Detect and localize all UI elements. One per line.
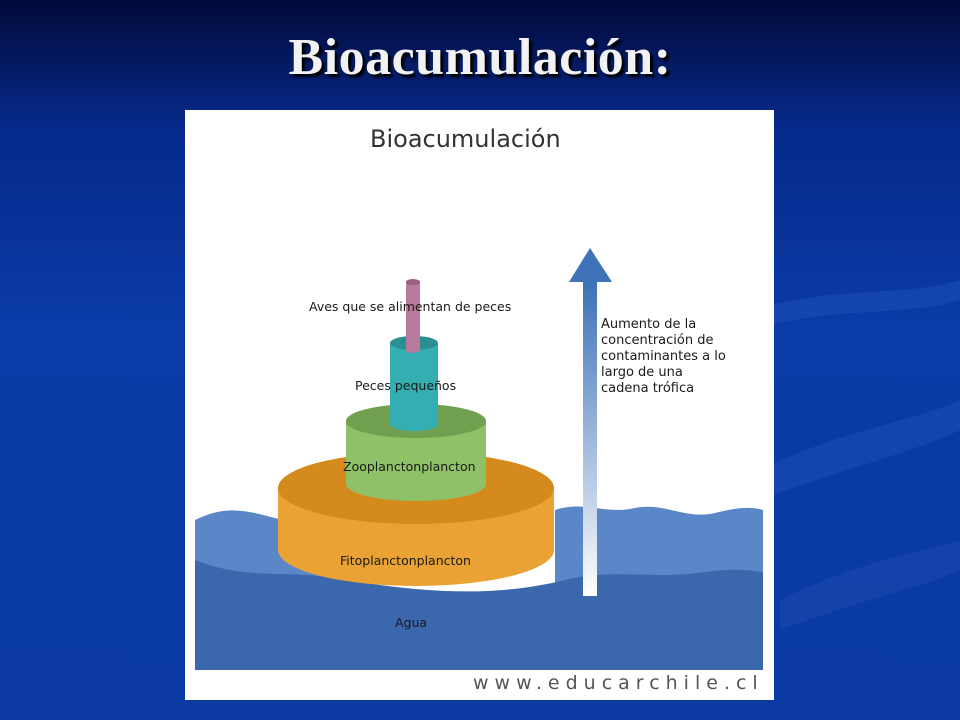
level-label-agua: Agua <box>395 615 428 630</box>
water-body-dark <box>195 560 763 670</box>
concentration-arrow-shaft <box>583 278 597 596</box>
level-label-zooplancton: Zooplanctonplancton <box>343 459 476 474</box>
aves-top <box>406 279 420 285</box>
arrow-caption-line: contaminantes a lo <box>601 349 726 364</box>
arrow-caption: Aumento de la concentración de contamina… <box>601 317 761 397</box>
arrow-caption-line: largo de una <box>601 365 683 380</box>
concentration-arrow-head <box>569 248 612 282</box>
peces-side <box>390 343 438 431</box>
level-label-fitoplancton: Fitoplanctonplancton <box>340 553 471 568</box>
aves-side <box>406 282 420 353</box>
level-label-peces: Peces pequeños <box>355 378 457 393</box>
watermark-url: www.educarchile.cl <box>473 672 764 694</box>
slide-title: Bioacumulación: <box>288 29 672 86</box>
arrow-caption-line: concentración de <box>601 333 714 348</box>
arrow-caption-line: cadena trófica <box>601 381 695 396</box>
level-label-aves: Aves que se alimentan de peces <box>309 299 512 314</box>
diagram-title: Bioacumulación <box>370 125 561 153</box>
bioaccumulation-diagram <box>185 248 774 700</box>
zooplancton-side <box>346 421 486 501</box>
arrow-caption-line: Aumento de la <box>601 317 697 332</box>
watermark-strip <box>185 670 774 700</box>
diagram-panel: Bioacumulación Aves que se alimentan de … <box>185 110 774 700</box>
